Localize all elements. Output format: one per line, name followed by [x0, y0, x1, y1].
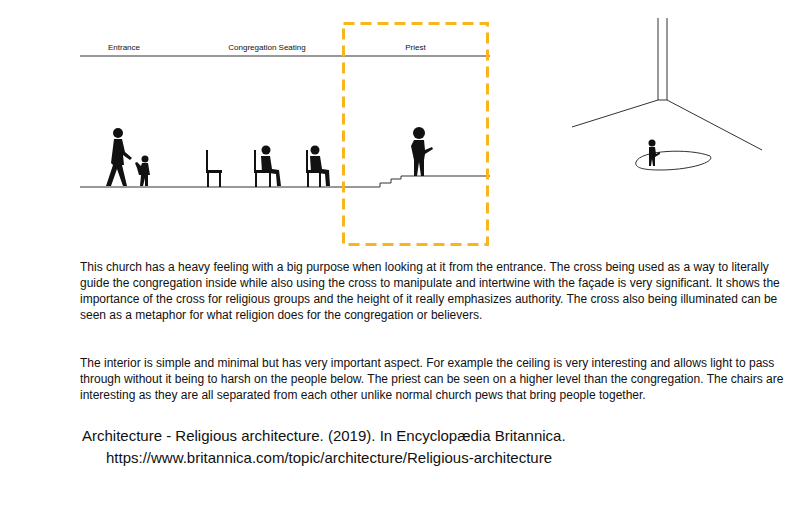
dashed-highlight-box: Priest	[342, 22, 489, 246]
citation: Architecture - Religious architecture. (…	[82, 425, 642, 469]
description-paragraph: This church has a heavy feeling with a b…	[80, 259, 786, 323]
perspective-sketch	[572, 18, 762, 170]
zone-label: Priest	[342, 43, 489, 52]
description-paragraph: The interior is simple and minimal but h…	[80, 355, 786, 403]
zone-label: Congregation Seating	[212, 43, 322, 52]
silhouettes	[106, 127, 433, 187]
dashed-outline	[342, 22, 489, 246]
zone-label: Entrance	[80, 43, 168, 52]
header-rule	[80, 56, 490, 57]
small-priest-figure	[649, 140, 661, 167]
